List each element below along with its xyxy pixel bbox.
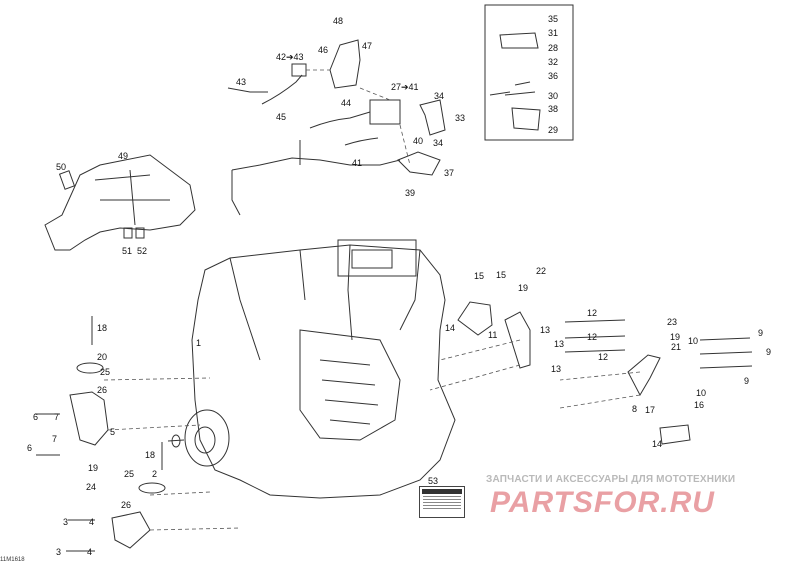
callout-12: 12 xyxy=(587,308,598,318)
callout-14: 14 xyxy=(652,439,663,449)
callout-3: 3 xyxy=(63,517,69,527)
callout-22: 22 xyxy=(536,266,547,276)
output-hub xyxy=(184,409,230,467)
callout-19: 19 xyxy=(88,463,99,473)
callout-6: 6 xyxy=(33,412,39,422)
mount-14 xyxy=(457,301,493,336)
callout-19: 19 xyxy=(670,332,681,342)
bracket-11 xyxy=(504,311,531,369)
caution-label xyxy=(419,486,465,518)
callout-14: 14 xyxy=(445,323,456,333)
callout-44: 44 xyxy=(341,98,352,108)
callout-41: 41 xyxy=(352,158,363,168)
callout-45: 45 xyxy=(276,112,287,122)
callout-13: 13 xyxy=(540,325,551,335)
callout-9: 9 xyxy=(744,376,750,386)
callout-3: 3 xyxy=(56,547,62,557)
callout-42-to-43: 42➔43 xyxy=(276,52,304,62)
callout-6: 6 xyxy=(27,443,33,453)
callout-50: 50 xyxy=(56,162,67,172)
bracket-8 xyxy=(627,354,661,397)
callout-4: 4 xyxy=(87,547,93,557)
callout-4: 4 xyxy=(89,517,95,527)
callout-36: 36 xyxy=(548,71,559,81)
callout-18: 18 xyxy=(97,323,108,333)
callout-31: 31 xyxy=(548,28,559,38)
bracket-49 xyxy=(44,154,196,251)
callout-15: 15 xyxy=(496,270,507,280)
callout-19: 19 xyxy=(518,283,529,293)
callout-48: 48 xyxy=(333,16,344,26)
callout-7: 7 xyxy=(52,434,58,444)
callout-30: 30 xyxy=(548,91,559,101)
callout-26: 26 xyxy=(121,500,132,510)
callout-13: 13 xyxy=(554,339,565,349)
callout-27-to-41: 27➔41 xyxy=(391,82,419,92)
callout-9: 9 xyxy=(758,328,764,338)
callout-26: 26 xyxy=(97,385,108,395)
callout-9: 9 xyxy=(766,347,772,357)
mount-3 xyxy=(111,511,151,549)
wire-harness xyxy=(227,87,401,216)
callout-40: 40 xyxy=(413,136,424,146)
callout-12: 12 xyxy=(598,352,609,362)
callout-2: 2 xyxy=(152,469,158,479)
callout-7: 7 xyxy=(54,412,60,422)
callout-34: 34 xyxy=(434,91,445,101)
watermark-logo: PARTSFOR.RU xyxy=(490,486,715,519)
callout-11: 11 xyxy=(488,330,498,340)
callout-17: 17 xyxy=(645,405,656,415)
callout-37: 37 xyxy=(444,168,455,178)
callout-15: 15 xyxy=(474,271,485,281)
callout-20: 20 xyxy=(97,352,108,362)
callout-25: 25 xyxy=(100,367,111,377)
callout-8: 8 xyxy=(632,404,638,414)
callout-39: 39 xyxy=(405,188,416,198)
callout-51: 51 xyxy=(122,246,133,256)
callout-16: 16 xyxy=(694,400,705,410)
mount-5 xyxy=(69,391,109,446)
watermark-tagline: ЗАПЧАСТИ И АКСЕССУАРЫ ДЛЯ МОТОТЕХНИКИ xyxy=(486,474,736,485)
ecu-box xyxy=(337,239,417,277)
callout-1: 1 xyxy=(196,338,202,348)
callout-10: 10 xyxy=(688,336,699,346)
callout-5: 5 xyxy=(110,427,116,437)
kit-frame xyxy=(484,4,574,141)
callout-47: 47 xyxy=(362,41,373,51)
engine-block xyxy=(191,244,456,499)
callout-18: 18 xyxy=(145,450,156,460)
callout-46: 46 xyxy=(318,45,329,55)
callout-25: 25 xyxy=(124,469,135,479)
callout-33: 33 xyxy=(455,113,466,123)
callout-52: 52 xyxy=(137,246,148,256)
callout-21: 21 xyxy=(671,342,682,352)
callout-34: 34 xyxy=(433,138,444,148)
callout-10: 10 xyxy=(696,388,707,398)
document-code: 11M1618 xyxy=(0,557,25,563)
callout-38: 38 xyxy=(548,104,559,114)
callout-23: 23 xyxy=(667,317,678,327)
callout-43: 43 xyxy=(236,77,247,87)
callout-24: 24 xyxy=(86,482,97,492)
callout-35: 35 xyxy=(548,14,559,24)
callout-12: 12 xyxy=(587,332,598,342)
callout-32: 32 xyxy=(548,57,559,67)
callout-28: 28 xyxy=(548,43,559,53)
callout-13: 13 xyxy=(551,364,562,374)
callout-53: 53 xyxy=(428,476,439,486)
callout-29: 29 xyxy=(548,125,559,135)
callout-49: 49 xyxy=(118,151,129,161)
